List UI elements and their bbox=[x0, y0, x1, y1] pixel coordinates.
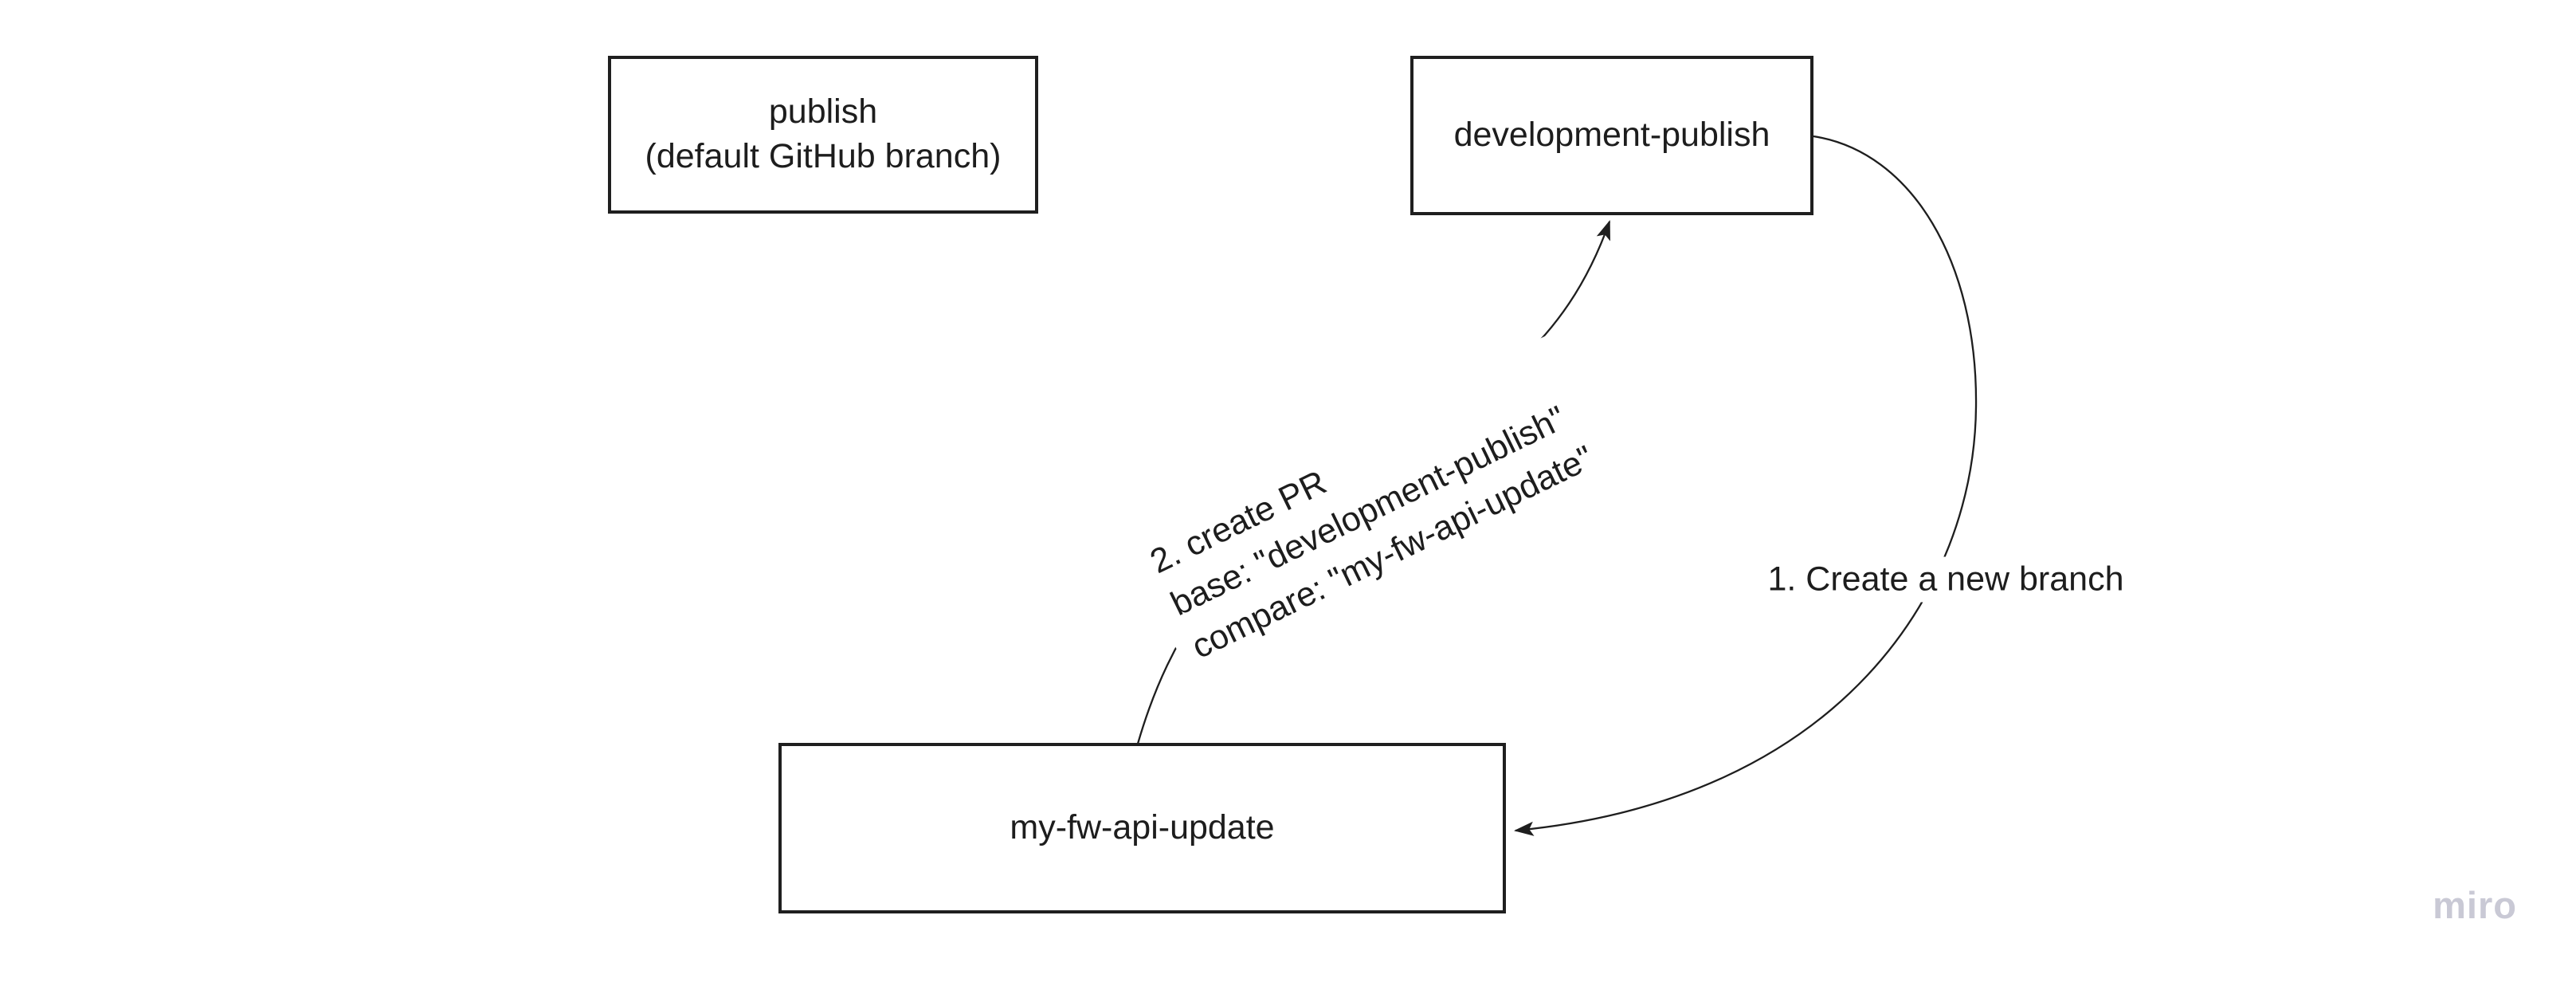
node-my-fw-api-update-branch[interactable]: my-fw-api-update bbox=[778, 743, 1506, 913]
node-development-publish-branch[interactable]: development-publish bbox=[1410, 56, 1813, 215]
node-development-publish-label: development-publish bbox=[1453, 116, 1770, 155]
node-publish-label-line2: (default GitHub branch) bbox=[645, 137, 1002, 175]
node-publish-label-line1: publish bbox=[768, 92, 878, 132]
node-publish-branch[interactable]: publish (default GitHub branch) bbox=[608, 56, 1038, 214]
miro-watermark-logo: miro bbox=[2433, 884, 2517, 926]
node-my-fw-api-update-label: my-fw-api-update bbox=[1010, 808, 1275, 847]
connector-create-branch[interactable] bbox=[1513, 135, 1978, 836]
connector-label-create-branch[interactable]: 1. Create a new branch bbox=[1758, 556, 2134, 603]
